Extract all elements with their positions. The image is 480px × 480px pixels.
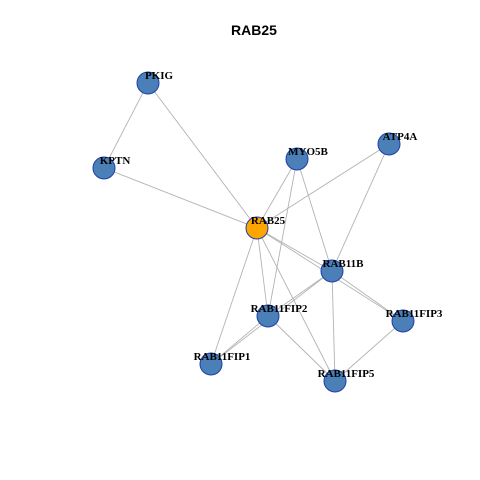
edge-rab25-rab11fip1 — [210, 227, 258, 365]
edge-rab11b-rab11fip3 — [331, 270, 404, 322]
node-label-rab11b: RAB11B — [323, 258, 365, 270]
edge-rab11fip3-rab11fip5 — [334, 320, 404, 382]
diagram-title: RAB25 — [231, 22, 277, 38]
edge-atp4a-rab11b — [331, 143, 390, 272]
edge-pkig-rab25 — [147, 82, 258, 229]
node-label-pkig: PKIG — [145, 70, 174, 82]
node-pkig: PKIG — [136, 70, 174, 95]
edge-rab25-rab11b — [256, 227, 333, 272]
node-rab11fip1: RAB11FIP1 — [194, 351, 251, 376]
node-circle-rab11b — [320, 259, 344, 283]
node-rab11b: RAB11B — [320, 258, 365, 283]
node-circle-rab11fip1 — [199, 352, 223, 376]
edge-rab25-rab11fip5 — [256, 227, 336, 382]
node-circle-pkig — [136, 71, 160, 95]
node-label-rab11fip3: RAB11FIP3 — [386, 308, 443, 320]
node-label-kptn: KPTN — [100, 155, 131, 167]
node-circle-myo5b — [285, 147, 309, 171]
node-label-atp4a: ATP4A — [383, 131, 418, 143]
edge-rab11b-rab11fip5 — [331, 270, 336, 382]
node-atp4a: ATP4A — [377, 131, 418, 156]
node-kptn: KPTN — [92, 155, 131, 180]
edge-rab11fip2-rab11fip5 — [267, 315, 336, 382]
edge-pkig-kptn — [103, 82, 149, 169]
edge-rab11fip2-rab11fip1 — [210, 315, 269, 365]
node-circle-rab11fip5 — [323, 369, 347, 393]
node-circle-atp4a — [377, 132, 401, 156]
node-label-rab11fip5: RAB11FIP5 — [318, 368, 375, 380]
edge-myo5b-rab25 — [256, 158, 298, 229]
edge-myo5b-rab11b — [296, 158, 333, 272]
node-label-rab11fip2: RAB11FIP2 — [251, 303, 308, 315]
node-circle-rab11fip3 — [391, 309, 415, 333]
node-circle-rab25 — [245, 216, 269, 240]
edge-atp4a-rab25 — [256, 143, 390, 229]
node-circle-rab11fip2 — [256, 304, 280, 328]
edges-layer — [103, 82, 404, 382]
node-circle-kptn — [92, 156, 116, 180]
edge-rab11b-rab11fip2 — [267, 270, 333, 317]
edge-kptn-rab25 — [103, 167, 258, 229]
node-rab11fip5: RAB11FIP5 — [318, 368, 375, 393]
node-label-rab25: RAB25 — [251, 215, 286, 227]
node-rab11fip2: RAB11FIP2 — [251, 303, 308, 328]
edge-myo5b-rab11fip2 — [267, 158, 298, 317]
node-label-myo5b: MYO5B — [288, 146, 328, 158]
node-rab11fip3: RAB11FIP3 — [386, 308, 443, 333]
node-myo5b: MYO5B — [285, 146, 329, 171]
node-rab25: RAB25 — [245, 215, 286, 240]
edge-rab25-rab11fip2 — [256, 227, 269, 317]
node-label-rab11fip1: RAB11FIP1 — [194, 351, 251, 363]
